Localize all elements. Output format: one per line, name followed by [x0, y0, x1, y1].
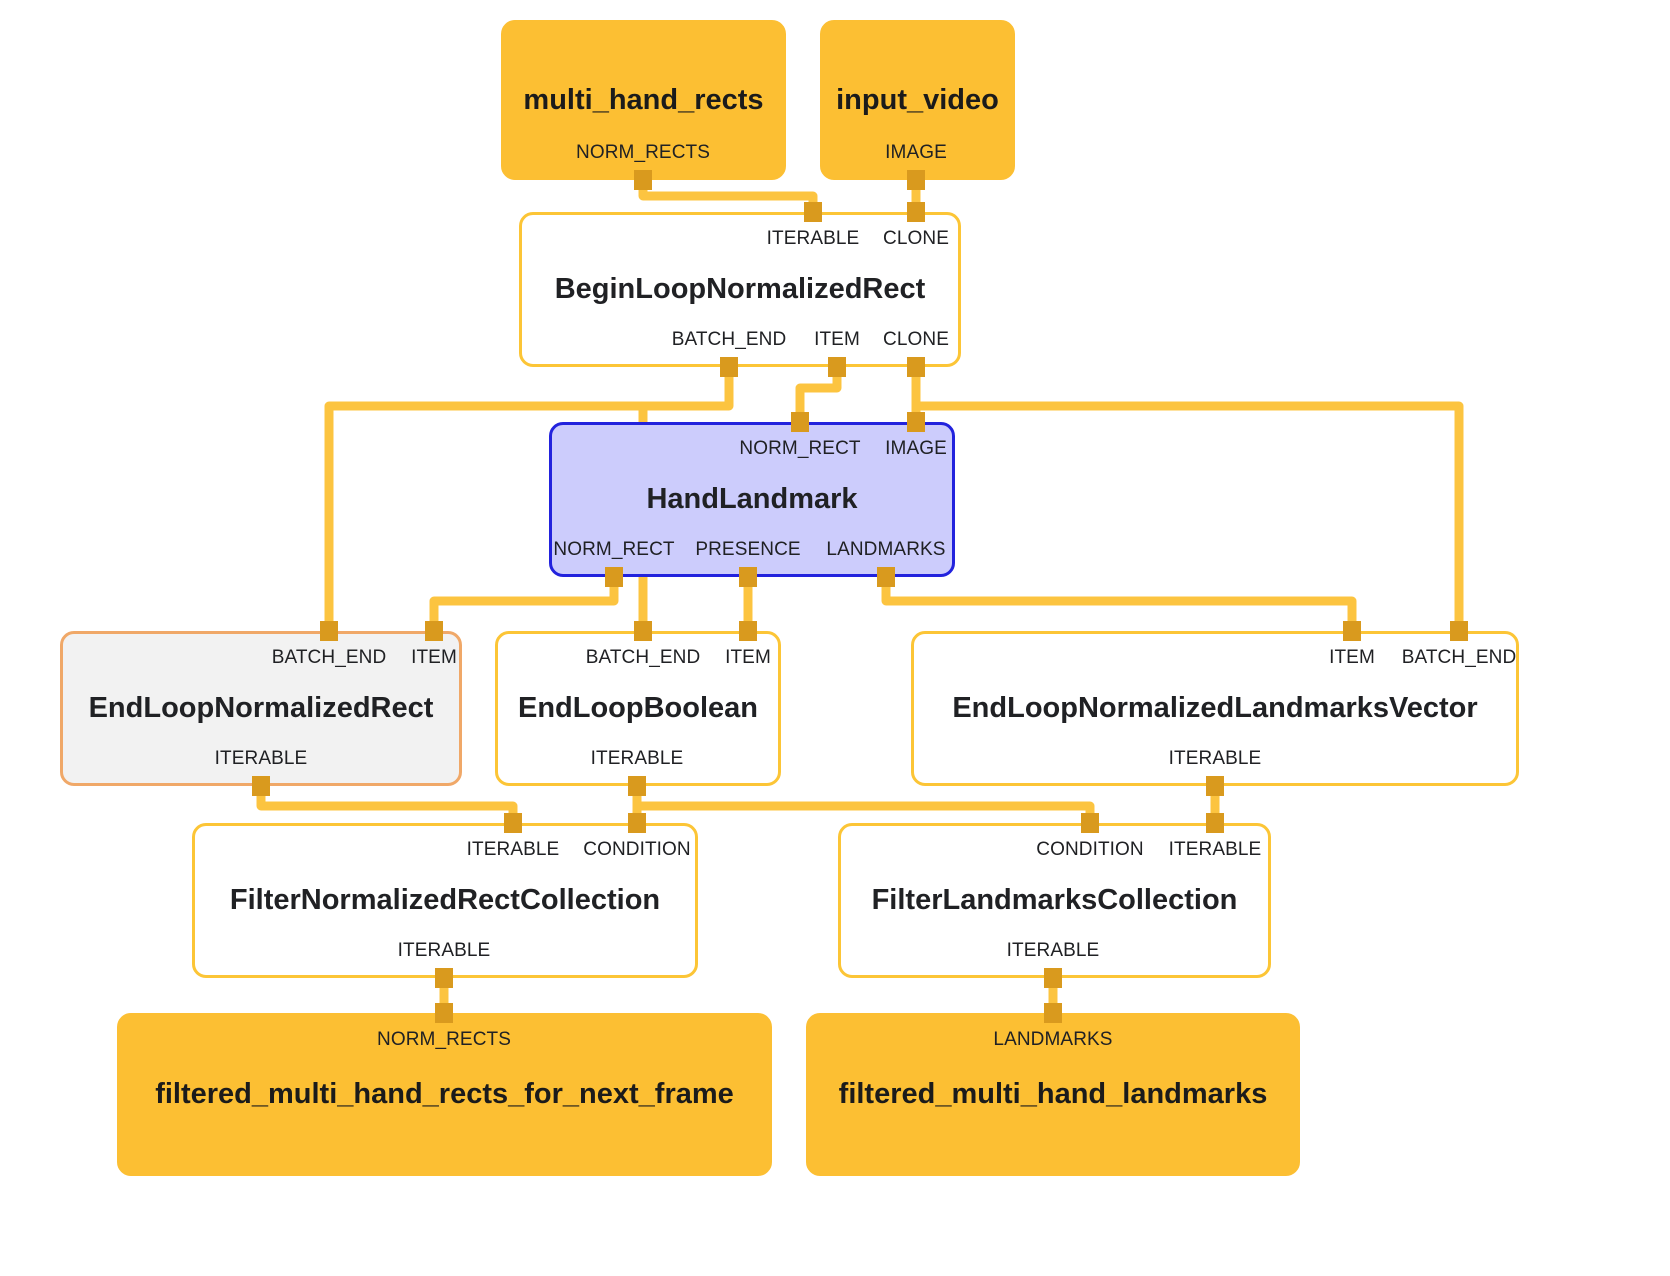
port-pad-out-batch_end[interactable] — [720, 357, 738, 377]
port-pad-out-iterable[interactable] — [1044, 968, 1062, 988]
port-label-in-batch_end: BATCH_END — [585, 647, 701, 668]
port-pad-out-image[interactable] — [907, 170, 925, 190]
port-label-out-iterable: ITERABLE — [590, 748, 684, 769]
graph-edge[interactable] — [916, 401, 1464, 631]
node-title: input_video — [836, 83, 999, 116]
port-label-out-image: IMAGE — [885, 142, 947, 163]
port-pad-in-iterable[interactable] — [804, 202, 822, 222]
node-title: FilterLandmarksCollection — [871, 884, 1238, 917]
port-label-in-iterable: ITERABLE — [466, 839, 560, 860]
port-pad-out-item[interactable] — [828, 357, 846, 377]
port-pad-in-norm_rect[interactable] — [791, 412, 809, 432]
graph-node-filtered_multi_hand_landmarks[interactable]: filtered_multi_hand_landmarks — [806, 1013, 1300, 1176]
port-pad-out-iterable[interactable] — [628, 776, 646, 796]
graph-edge[interactable] — [638, 180, 818, 212]
port-pad-in-item[interactable] — [739, 621, 757, 641]
port-label-in-clone: CLONE — [883, 228, 949, 249]
port-label-out-landmarks: LANDMARKS — [826, 539, 946, 560]
port-pad-in-batch_end[interactable] — [634, 621, 652, 641]
port-label-out-clone: CLONE — [883, 329, 949, 350]
port-pad-in-norm_rects[interactable] — [435, 1003, 453, 1023]
graph-edge[interactable] — [637, 801, 1095, 823]
port-label-in-norm_rect: NORM_RECT — [739, 438, 861, 459]
node-title: EndLoopBoolean — [517, 692, 759, 725]
port-pad-in-condition[interactable] — [1081, 813, 1099, 833]
port-label-out-presence: PRESENCE — [695, 539, 801, 560]
node-title: filtered_multi_hand_rects_for_next_frame — [155, 1078, 734, 1111]
port-label-in-condition: CONDITION — [583, 839, 691, 860]
graph-node-filtered_multi_hand_rects_for_next_frame[interactable]: filtered_multi_hand_rects_for_next_frame — [117, 1013, 772, 1176]
graph-node-BeginLoopNormalizedRect[interactable]: BeginLoopNormalizedRect — [519, 212, 961, 367]
node-title: HandLandmark — [646, 483, 858, 516]
port-label-out-batch_end: BATCH_END — [671, 329, 787, 350]
graph-edge[interactable] — [881, 577, 1357, 631]
port-label-out-iterable: ITERABLE — [1006, 940, 1100, 961]
port-pad-in-batch_end[interactable] — [320, 621, 338, 641]
port-label-out-iterable: ITERABLE — [397, 940, 491, 961]
port-label-out-norm_rect: NORM_RECT — [553, 539, 675, 560]
port-label-in-item: ITEM — [411, 647, 457, 668]
port-pad-out-norm_rects[interactable] — [634, 170, 652, 190]
port-pad-out-iterable[interactable] — [1206, 776, 1224, 796]
node-title: FilterNormalizedRectCollection — [229, 884, 661, 917]
port-label-in-image: IMAGE — [885, 438, 947, 459]
node-title: EndLoopNormalizedLandmarksVector — [952, 692, 1478, 725]
port-label-in-landmarks: LANDMARKS — [993, 1029, 1113, 1050]
graph-node-FilterNormalizedRectCollection[interactable]: FilterNormalizedRectCollection — [192, 823, 698, 978]
port-pad-in-image[interactable] — [907, 412, 925, 432]
port-pad-in-condition[interactable] — [628, 813, 646, 833]
port-pad-out-clone[interactable] — [907, 357, 925, 377]
graph-node-EndLoopNormalizedLandmarksVector[interactable]: EndLoopNormalizedLandmarksVector — [911, 631, 1519, 786]
port-label-in-iterable: ITERABLE — [1168, 839, 1262, 860]
port-label-in-norm_rects: NORM_RECTS — [376, 1029, 512, 1050]
graph-edge[interactable] — [256, 786, 518, 823]
port-pad-out-landmarks[interactable] — [877, 567, 895, 587]
port-label-in-item: ITEM — [1329, 647, 1375, 668]
port-pad-in-batch_end[interactable] — [1450, 621, 1468, 641]
port-pad-out-norm_rect[interactable] — [605, 567, 623, 587]
port-pad-out-presence[interactable] — [739, 567, 757, 587]
port-pad-in-landmarks[interactable] — [1044, 1003, 1062, 1023]
graph-node-EndLoopNormalizedRect[interactable]: EndLoopNormalizedRect — [60, 631, 462, 786]
node-title: BeginLoopNormalizedRect — [554, 273, 926, 306]
port-pad-in-iterable[interactable] — [1206, 813, 1224, 833]
port-pad-out-iterable[interactable] — [435, 968, 453, 988]
node-title: EndLoopNormalizedRect — [88, 692, 434, 725]
port-label-in-batch_end: BATCH_END — [271, 647, 387, 668]
port-label-out-norm_rects: NORM_RECTS — [575, 142, 711, 163]
graph-node-HandLandmark[interactable]: HandLandmark — [549, 422, 955, 577]
graph-node-multi_hand_rects[interactable]: multi_hand_rects — [501, 20, 786, 180]
port-pad-in-clone[interactable] — [907, 202, 925, 222]
node-title: multi_hand_rects — [523, 83, 764, 116]
port-label-in-iterable: ITERABLE — [766, 228, 860, 249]
graph-edge[interactable] — [429, 577, 619, 631]
port-label-in-condition: CONDITION — [1036, 839, 1144, 860]
port-pad-in-iterable[interactable] — [504, 813, 522, 833]
port-pad-in-item[interactable] — [425, 621, 443, 641]
port-pad-out-iterable[interactable] — [252, 776, 270, 796]
port-label-out-item: ITEM — [814, 329, 860, 350]
port-label-in-item: ITEM — [725, 647, 771, 668]
port-pad-in-item[interactable] — [1343, 621, 1361, 641]
node-title: filtered_multi_hand_landmarks — [838, 1078, 1268, 1111]
port-label-out-iterable: ITERABLE — [214, 748, 308, 769]
port-label-out-iterable: ITERABLE — [1168, 748, 1262, 769]
port-label-in-batch_end: BATCH_END — [1401, 647, 1517, 668]
graph-node-EndLoopBoolean[interactable]: EndLoopBoolean — [495, 631, 781, 786]
